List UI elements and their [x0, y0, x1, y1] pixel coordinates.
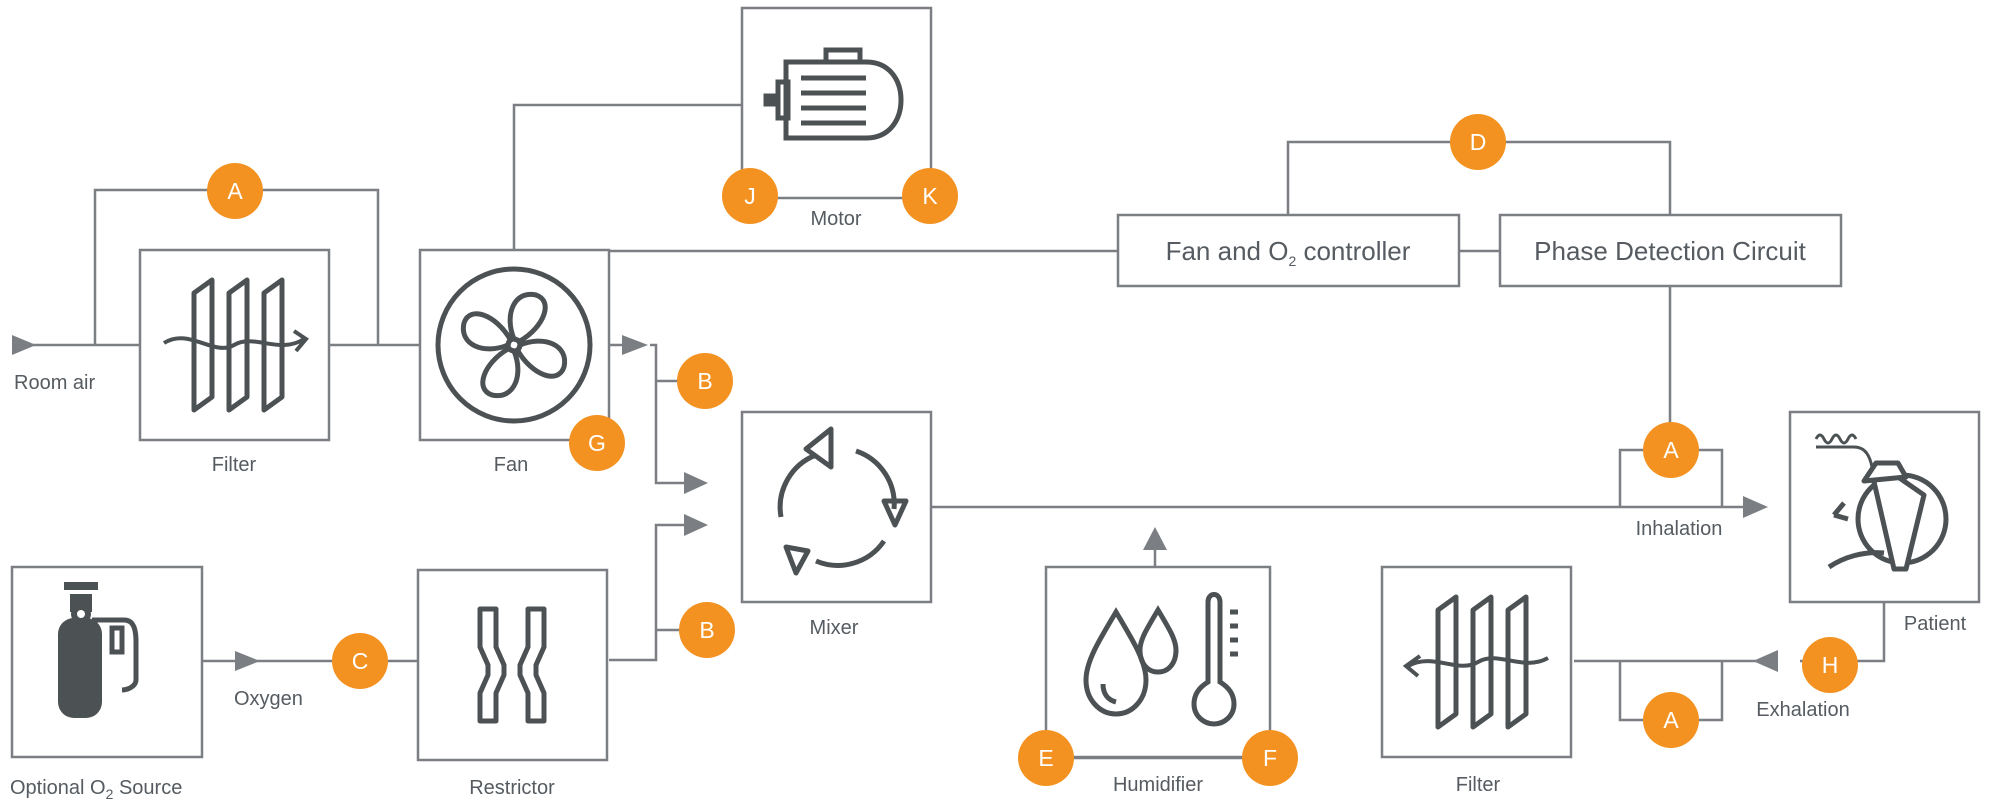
badge-a-exhale-text: A	[1663, 707, 1679, 733]
restrictor-icon	[477, 606, 547, 724]
patient-mask-icon	[1814, 433, 1949, 572]
exhalation-label: Exhalation	[1756, 699, 1849, 721]
fan-motor-line	[512, 103, 742, 250]
oxygen-tank-icon	[58, 582, 139, 718]
restrictor-box	[416, 568, 609, 762]
restrictor-mixer-line	[609, 523, 687, 662]
o2-source-label-tail: Source	[113, 777, 182, 799]
fan-outlet-arrow	[622, 335, 648, 355]
phase-detection-label: Phase Detection Circuit	[1534, 236, 1806, 266]
o2-source-label-text: Optional O	[10, 777, 106, 799]
fan-icon	[435, 266, 593, 424]
badge-a-inhale-text: A	[1663, 437, 1679, 463]
recycle-arrows-icon	[777, 426, 909, 576]
room-air-arrow	[12, 335, 36, 355]
badge-a-top: A	[207, 163, 263, 219]
badge-h-text: H	[1822, 652, 1839, 678]
badge-d: D	[1450, 114, 1506, 170]
humidifier-box	[1044, 565, 1272, 759]
motor-label: Motor	[810, 208, 861, 230]
fan-mixer-line	[650, 343, 687, 485]
o2-source-label: Optional O2 Source	[10, 777, 182, 800]
filter-in-label: Filter	[212, 454, 257, 476]
badge-a-exhale: A	[1643, 692, 1699, 748]
badge-f: F	[1242, 730, 1298, 786]
badge-a-inhale: A	[1643, 422, 1699, 478]
o2-source-label-sub: 2	[106, 786, 114, 800]
oxygen-label: Oxygen	[234, 688, 303, 710]
droplets-thermometer-icon	[1083, 592, 1238, 727]
labels: Room air Filter Fan Motor Mixer Humidifi…	[10, 208, 1967, 800]
badge-e: E	[1018, 730, 1074, 786]
badge-b-lower-text: B	[699, 617, 714, 643]
humidifier-arrow	[1143, 527, 1167, 550]
badge-b-upper: B	[677, 353, 733, 409]
humidifier-label: Humidifier	[1113, 774, 1203, 796]
mixer-label: Mixer	[810, 617, 859, 639]
restrictor-label: Restrictor	[469, 777, 555, 799]
room-air-label: Room air	[14, 372, 95, 394]
connection-lines	[28, 103, 1886, 760]
badge-g: G	[569, 415, 625, 471]
fan-o2-controller-text: Fan and O	[1166, 236, 1289, 266]
motor-icon	[763, 47, 904, 141]
exhalation-arrow	[1753, 650, 1778, 672]
filter-out-label: Filter	[1456, 774, 1501, 796]
badge-j: J	[722, 168, 778, 224]
badge-c-text: C	[352, 648, 369, 674]
badge-j-text: J	[744, 183, 756, 209]
badge-k-text: K	[922, 183, 938, 209]
badge-a-top-text: A	[227, 178, 243, 204]
badge-b-upper-text: B	[697, 368, 712, 394]
filter-icon	[162, 280, 309, 410]
o2-source-box	[10, 565, 204, 759]
arrowheads	[12, 335, 1778, 672]
badge-c: C	[332, 633, 388, 689]
mixer-lower-arrow	[684, 514, 708, 536]
block-boxes	[10, 6, 1981, 762]
mixer-upper-arrow	[684, 472, 708, 494]
inhalation-label: Inhalation	[1636, 518, 1723, 540]
badges: A J K D B G A B C H A E F	[207, 114, 1858, 786]
fan-o2-controller-label: Fan and O2 controller	[1166, 236, 1411, 269]
filter-icon	[1402, 597, 1549, 727]
fan-box	[418, 248, 611, 442]
badge-f-text: F	[1263, 745, 1277, 771]
fan-label: Fan	[494, 454, 528, 476]
badge-d-text: D	[1470, 129, 1487, 155]
fan-o2-controller-box	[1116, 213, 1461, 288]
fan-o2-controller-sub: 2	[1288, 253, 1296, 269]
fan-o2-controller-tail: controller	[1296, 236, 1410, 266]
inhalation-arrow	[1743, 496, 1768, 518]
badge-g-text: G	[588, 430, 606, 456]
oxygen-arrow	[235, 651, 260, 671]
mixer-box	[740, 410, 933, 604]
phase-detection-box	[1498, 213, 1843, 288]
badge-h: H	[1802, 637, 1858, 693]
badge-e-text: E	[1038, 745, 1053, 771]
patient-label: Patient	[1904, 613, 1967, 635]
badge-b-lower: B	[679, 602, 735, 658]
badge-k: K	[902, 168, 958, 224]
